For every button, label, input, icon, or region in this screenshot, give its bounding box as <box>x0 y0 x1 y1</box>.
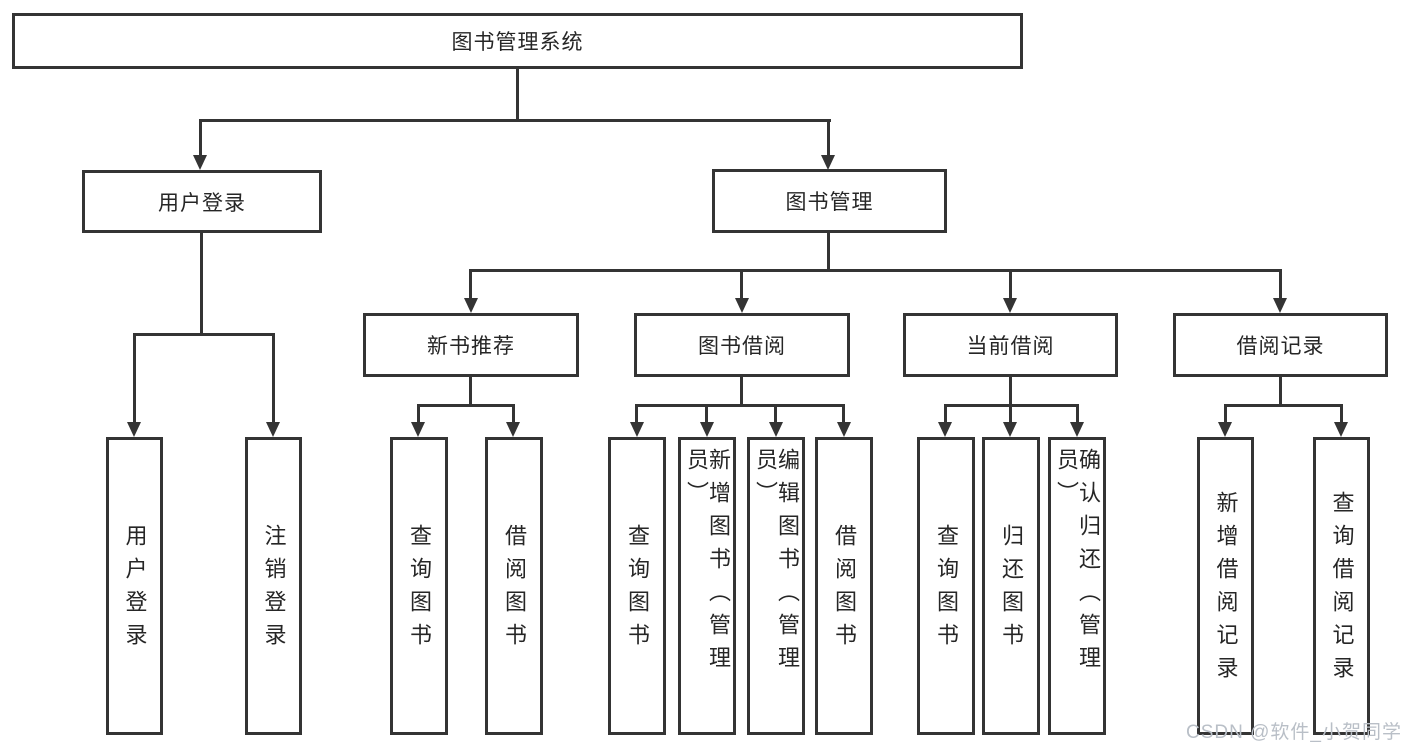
arrowhead-down <box>1218 422 1232 437</box>
connector-user-login-hline <box>133 333 274 336</box>
connector-drop-user-login <box>199 119 202 156</box>
connector-drop <box>512 404 515 423</box>
arrowhead-down <box>411 422 425 437</box>
leaf-query-books-borrowing: 查询图书 <box>608 437 666 735</box>
connector-drop <box>842 404 845 423</box>
connector-book-management-vline <box>827 232 830 272</box>
arrowhead-down-book-borrowing <box>735 298 749 313</box>
leaf-query-books-current: 查询图书 <box>917 437 975 735</box>
connector-drop <box>1224 404 1227 423</box>
leaf-label: 借阅图书 <box>832 524 857 656</box>
node-label: 借阅记录 <box>1236 335 1325 358</box>
leaf-confirm-return-admin: 确认归还（管理员） <box>1048 437 1106 735</box>
leaf-label: 查询图书 <box>934 524 959 656</box>
leaf-label: 新增借阅记录 <box>1213 491 1239 689</box>
node-library-management-system: 图书管理系统 <box>12 13 1023 69</box>
node-book-management: 图书管理 <box>712 169 947 233</box>
node-label: 当前借阅 <box>966 335 1055 358</box>
connector-drop-borrowing-records <box>1279 269 1282 299</box>
leaf-label: 编辑图书（管理员） <box>753 448 800 679</box>
node-label: 图书管理系统 <box>451 31 584 54</box>
connector-new-book-vline <box>469 377 472 407</box>
connector-drop-book-management <box>827 119 830 156</box>
leaf-user-login: 用户登录 <box>106 437 163 735</box>
arrowhead-down <box>630 422 644 437</box>
connector-drop <box>1340 404 1343 423</box>
leaf-label: 归还图书 <box>999 524 1024 656</box>
connector-drop-leaf-logout <box>272 333 275 422</box>
arrowhead-down-borrowing-records <box>1273 298 1287 313</box>
arrowhead-down <box>1070 422 1084 437</box>
connector-borrowing-records-hline <box>1224 404 1342 407</box>
connector-book-management-hline <box>470 269 1281 272</box>
leaf-logout: 注销登录 <box>245 437 302 735</box>
leaf-borrow-books-recommend: 借阅图书 <box>485 437 543 735</box>
arrowhead-down <box>938 422 952 437</box>
arrowhead-down-leaf-user-login <box>127 422 141 437</box>
arrowhead-down-book-management <box>821 155 835 170</box>
connector-drop <box>705 404 708 423</box>
leaf-label: 借阅图书 <box>502 524 527 656</box>
connector-user-login-vline <box>200 233 203 336</box>
leaf-return-books: 归还图书 <box>982 437 1040 735</box>
node-user-login: 用户登录 <box>82 170 322 233</box>
arrowhead-down-current-borrowing <box>1003 298 1017 313</box>
leaf-edit-book-admin: 编辑图书（管理员） <box>747 437 805 735</box>
node-new-book-recommendation: 新书推荐 <box>363 313 579 377</box>
leaf-query-books-recommend: 查询图书 <box>390 437 448 735</box>
connector-root-vline <box>516 69 519 120</box>
connector-drop-book-borrowing <box>740 269 743 299</box>
connector-root-hline <box>200 119 831 122</box>
connector-book-borrowing-hline <box>637 404 845 407</box>
node-book-borrowing: 图书借阅 <box>634 313 850 377</box>
connector-drop <box>944 404 947 423</box>
arrowhead-down-new-book <box>464 298 478 313</box>
connector-drop <box>1009 404 1012 423</box>
connector-drop <box>635 404 638 423</box>
arrowhead-down <box>506 422 520 437</box>
connector-current-borrowing-vline <box>1009 377 1012 407</box>
leaf-add-book-admin: 新增图书（管理员） <box>678 437 736 735</box>
connector-drop <box>774 404 777 423</box>
leaf-label: 注销登录 <box>261 524 287 656</box>
leaf-label: 用户登录 <box>122 524 148 656</box>
leaf-label: 查询图书 <box>625 524 650 656</box>
leaf-label: 确认归还（管理员） <box>1054 448 1101 679</box>
connector-borrowing-records-vline <box>1279 377 1282 407</box>
node-current-borrowing: 当前借阅 <box>903 313 1118 377</box>
connector-drop-leaf-user-login <box>133 333 136 422</box>
arrowhead-down <box>700 422 714 437</box>
leaf-query-borrow-record: 查询借阅记录 <box>1313 437 1370 735</box>
arrowhead-down <box>837 422 851 437</box>
connector-drop-new-book <box>469 269 472 299</box>
arrowhead-down <box>1334 422 1348 437</box>
node-label: 新书推荐 <box>427 335 515 358</box>
leaf-add-borrow-record: 新增借阅记录 <box>1197 437 1254 735</box>
arrowhead-down-user-login <box>193 155 207 170</box>
arrowhead-down <box>1003 422 1017 437</box>
node-label: 用户登录 <box>158 191 246 215</box>
node-label: 图书管理 <box>785 191 874 214</box>
connector-drop <box>1076 404 1079 423</box>
leaf-label: 新增图书（管理员） <box>684 448 731 679</box>
connector-book-borrowing-vline <box>740 377 743 407</box>
leaf-label: 查询借阅记录 <box>1329 491 1355 689</box>
node-borrowing-records: 借阅记录 <box>1173 313 1388 377</box>
connector-current-borrowing-hline <box>945 404 1079 407</box>
arrowhead-down <box>769 422 783 437</box>
connector-drop <box>417 404 420 423</box>
arrowhead-down-leaf-logout <box>266 422 280 437</box>
csdn-watermark: CSDN @软件_小贺同学 <box>1186 722 1402 743</box>
connector-drop-current-borrowing <box>1009 269 1012 299</box>
leaf-label: 查询图书 <box>407 524 432 656</box>
connector-new-book-hline <box>418 404 515 407</box>
node-label: 图书借阅 <box>698 335 786 358</box>
leaf-borrow-books-borrowing: 借阅图书 <box>815 437 873 735</box>
